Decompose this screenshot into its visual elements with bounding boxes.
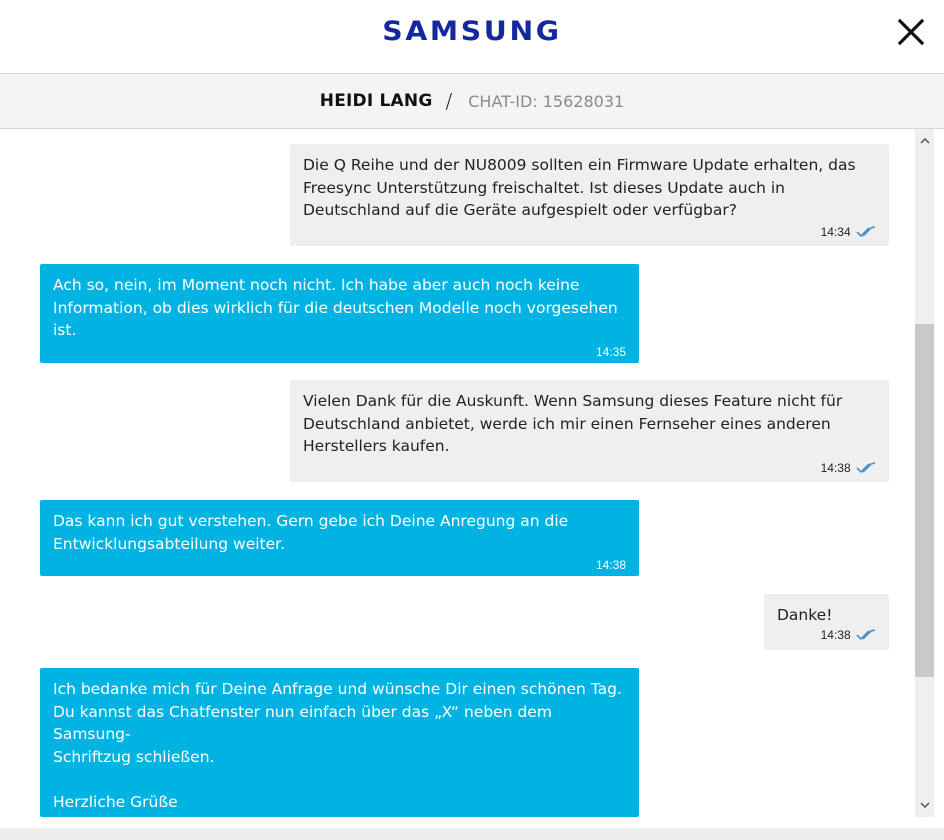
message-meta: 14:38 xyxy=(303,460,876,476)
chevron-down-icon xyxy=(919,802,930,808)
user-message: Vielen Dank für die Auskunft. Wenn Samsu… xyxy=(290,380,889,482)
message-text: Ach so, nein, im Moment noch nicht. Ich … xyxy=(53,276,618,339)
footer-bar xyxy=(0,828,944,840)
message-meta: 14:38 xyxy=(53,557,626,573)
message-text: Vielen Dank für die Auskunft. Wenn Samsu… xyxy=(303,392,843,455)
message-time: 14:38 xyxy=(820,460,851,475)
scroll-up-button[interactable] xyxy=(915,132,934,150)
message-meta: 14:34 xyxy=(303,224,876,240)
agent-name: HEIDI LANG xyxy=(319,91,433,111)
message-text: Die Q Reihe und der NU8009 sollten ein F… xyxy=(303,156,856,219)
agent-message: Ach so, nein, im Moment noch nicht. Ich … xyxy=(40,264,639,363)
scroll-down-button[interactable] xyxy=(915,796,934,814)
user-message: Danke! 14:38 xyxy=(764,594,889,650)
close-chat-button[interactable] xyxy=(896,17,926,47)
message-text: Das kann ich gut verstehen. Gern gebe ic… xyxy=(53,512,569,553)
agent-message: Ich bedanke mich für Deine Anfrage und w… xyxy=(40,668,639,817)
message-text: Danke! xyxy=(777,606,833,624)
agent-message: Das kann ich gut verstehen. Gern gebe ic… xyxy=(40,500,639,576)
user-message: Die Q Reihe und der NU8009 sollten ein F… xyxy=(290,144,889,246)
message-time: 14:35 xyxy=(595,344,626,359)
chat-transcript[interactable]: Die Q Reihe und der NU8009 sollten ein F… xyxy=(0,129,944,817)
message-time: 14:38 xyxy=(820,627,851,642)
chat-id: CHAT-ID: 15628031 xyxy=(468,91,625,111)
close-x-icon xyxy=(897,18,925,46)
message-time: 14:38 xyxy=(595,558,626,572)
message-meta: 14:35 xyxy=(53,344,626,360)
top-header: SAMSUNG xyxy=(0,0,944,73)
samsung-logo: SAMSUNG xyxy=(382,16,562,47)
separator: / xyxy=(445,89,453,113)
chat-scrollbar[interactable] xyxy=(915,129,934,817)
double-check-icon xyxy=(856,461,876,473)
message-time: 14:34 xyxy=(820,224,851,239)
chevron-up-icon xyxy=(919,138,930,144)
message-meta: 14:38 xyxy=(777,627,876,643)
agent-info-bar: HEIDI LANG / CHAT-ID: 15628031 xyxy=(0,73,944,129)
double-check-icon xyxy=(856,628,876,640)
scroll-thumb[interactable] xyxy=(915,324,934,677)
double-check-icon xyxy=(856,225,876,237)
message-text: Ich bedanke mich für Deine Anfrage und w… xyxy=(53,680,622,817)
